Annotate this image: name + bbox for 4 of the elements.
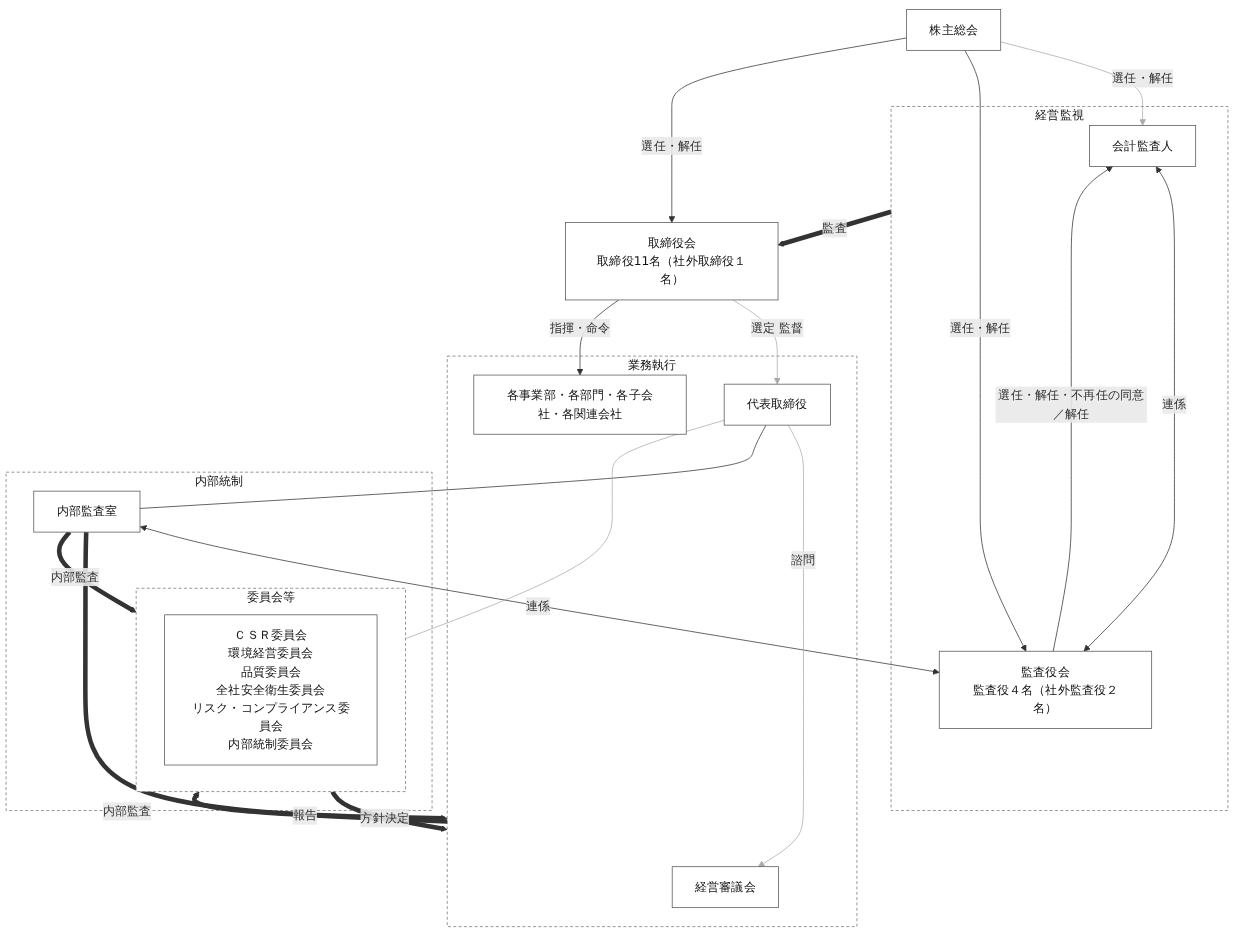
arrow bbox=[777, 209, 892, 247]
connector bbox=[405, 419, 725, 640]
arrow bbox=[330, 790, 448, 832]
connector bbox=[139, 424, 767, 509]
